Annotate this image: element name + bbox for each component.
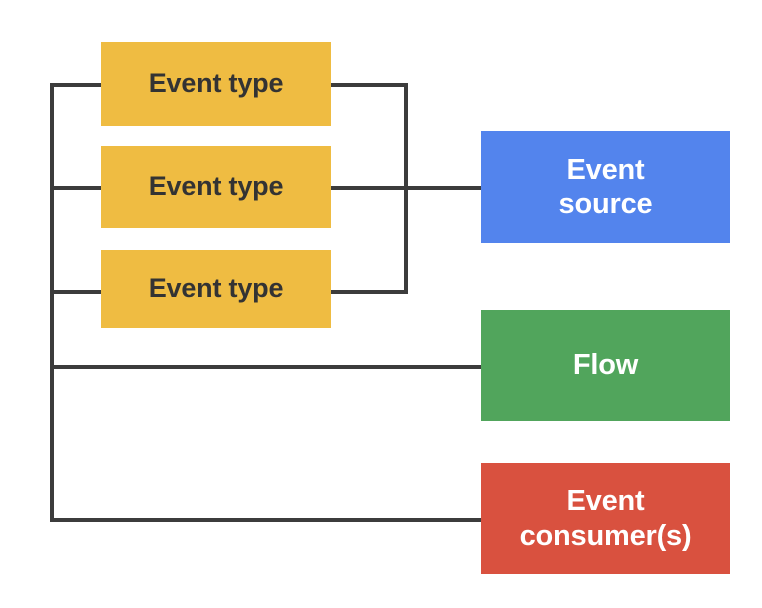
connector-left-trunk (50, 83, 54, 522)
node-event-consumer-label: Event consumer(s) (519, 485, 692, 552)
connector-right-branch-event-type-2 (329, 186, 408, 190)
connector-right-branch-event-type-1 (329, 83, 408, 87)
node-event-type-3-label: Event type (148, 273, 284, 304)
connector-left-branch-event-type-3 (50, 290, 103, 294)
node-event-type-2-label: Event type (148, 171, 284, 202)
node-event-type-3[interactable]: Event type (101, 250, 331, 328)
connector-right-branch-event-type-3 (329, 290, 408, 294)
connector-left-branch-event-type-2 (50, 186, 103, 190)
connector-left-branch-event-consumer (50, 518, 483, 522)
node-event-consumer[interactable]: Event consumer(s) (481, 463, 730, 574)
connector-left-branch-flow (50, 365, 483, 369)
connector-right-branch-event-source (404, 186, 483, 190)
node-event-type-2[interactable]: Event type (101, 146, 331, 228)
node-event-source-label: Event source (558, 153, 653, 220)
node-flow-label: Flow (572, 349, 639, 382)
node-event-source[interactable]: Event source (481, 131, 730, 243)
node-event-type-1[interactable]: Event type (101, 42, 331, 126)
node-flow[interactable]: Flow (481, 310, 730, 421)
connector-left-branch-event-type-1 (50, 83, 103, 87)
node-event-type-1-label: Event type (148, 68, 284, 99)
